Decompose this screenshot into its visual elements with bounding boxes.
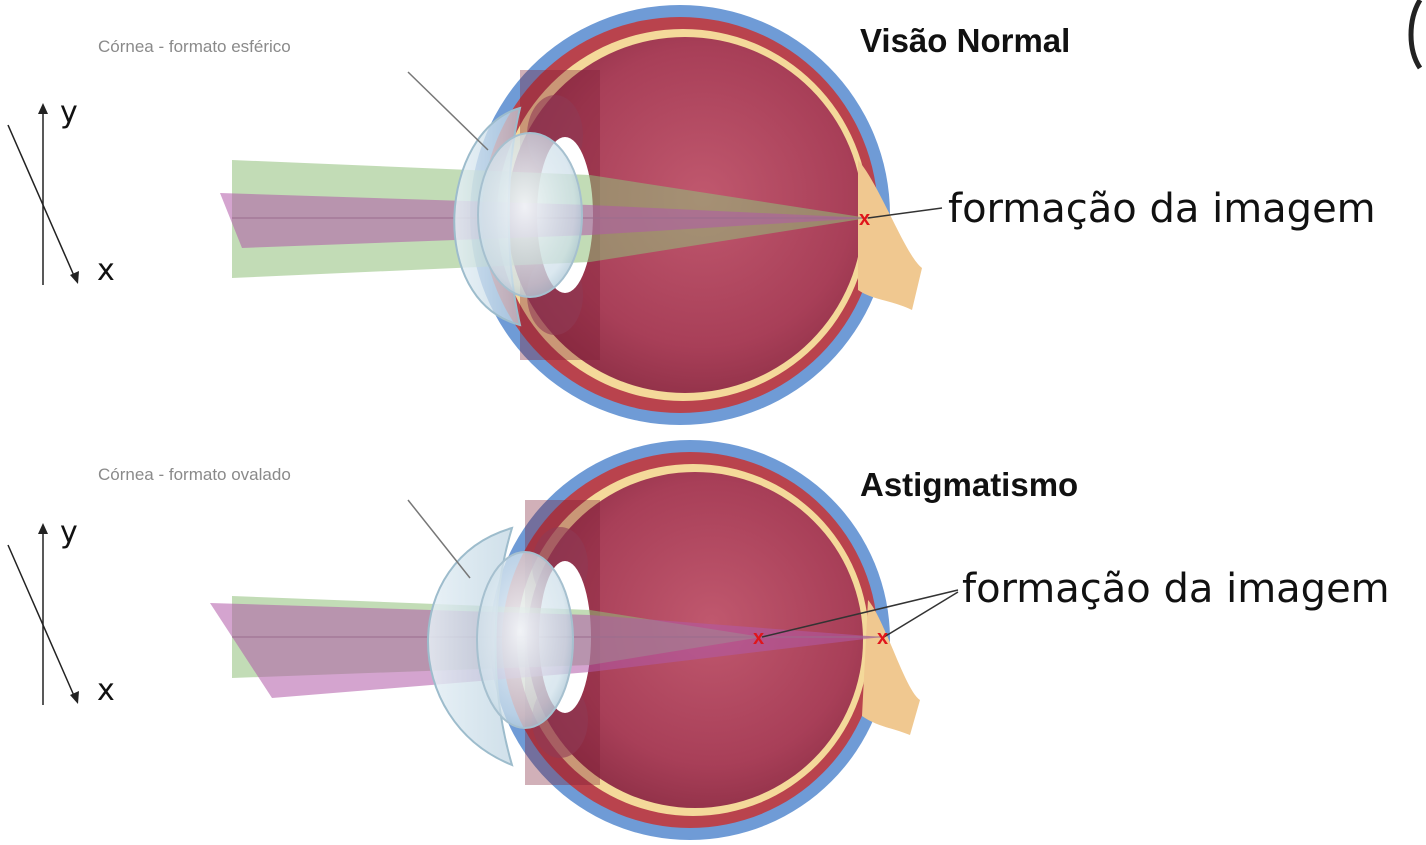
arrow-down-right-icon bbox=[70, 691, 79, 704]
panel-normal-vision: x Córnea - formato esférico Visão Normal… bbox=[8, 5, 1376, 425]
image-formation-label: formação da imagem bbox=[948, 186, 1376, 232]
panel-astigmatism: x x Córnea - formato ovalado Astigmatism… bbox=[8, 440, 1390, 840]
axis-y-label: y bbox=[60, 95, 78, 130]
axis-indicator: y x bbox=[8, 515, 115, 708]
optic-nerve bbox=[858, 160, 922, 310]
cornea-pointer bbox=[408, 72, 488, 150]
panel-title: Visão Normal bbox=[860, 22, 1070, 59]
axis-y-label: y bbox=[60, 515, 78, 550]
cropped-edge-shape bbox=[1411, 0, 1420, 68]
focus-marker-2: x bbox=[877, 627, 888, 649]
focus-marker: x bbox=[859, 208, 870, 230]
cornea-label: Córnea - formato ovalado bbox=[98, 465, 291, 484]
image-formation-label: formação da imagem bbox=[962, 566, 1390, 612]
arrow-up-icon bbox=[38, 103, 48, 114]
focus-marker-1: x bbox=[753, 627, 764, 649]
arrow-up-icon bbox=[38, 523, 48, 534]
axis-indicator: y x bbox=[8, 95, 115, 288]
panel-title: Astigmatismo bbox=[860, 466, 1078, 503]
axis-x-label: x bbox=[97, 253, 115, 288]
cornea-label: Córnea - formato esférico bbox=[98, 37, 291, 56]
axis-x-label: x bbox=[97, 673, 115, 708]
arrow-down-right-icon bbox=[70, 271, 79, 284]
cornea-pointer bbox=[408, 500, 470, 578]
